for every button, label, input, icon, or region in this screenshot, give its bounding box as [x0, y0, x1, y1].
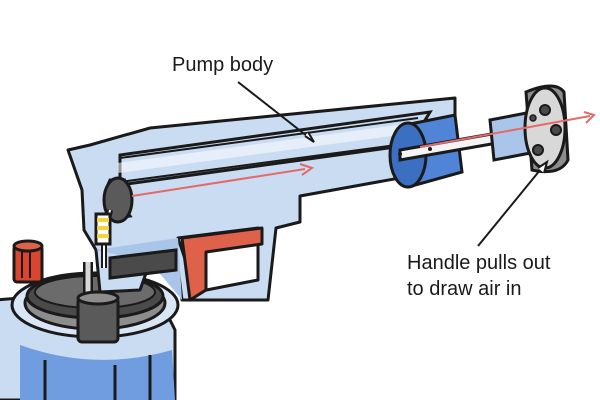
pump-cylinder: [117, 110, 433, 187]
pump-body-label: Pump body: [172, 54, 274, 76]
handle-label: Handle pulls out to draw air in: [407, 250, 550, 302]
handle-label-line2: to draw air in: [407, 278, 522, 300]
handle-label-line1: Handle pulls out: [407, 252, 551, 274]
hose-connector: [108, 248, 178, 280]
check-valve: [94, 209, 113, 268]
pump-handle: [523, 84, 570, 174]
dip-tube: [76, 262, 120, 344]
airflow-arrows: [131, 111, 596, 197]
pressure-valve: [12, 239, 44, 284]
leader-lines: [237, 81, 549, 247]
trigger: [180, 226, 264, 302]
